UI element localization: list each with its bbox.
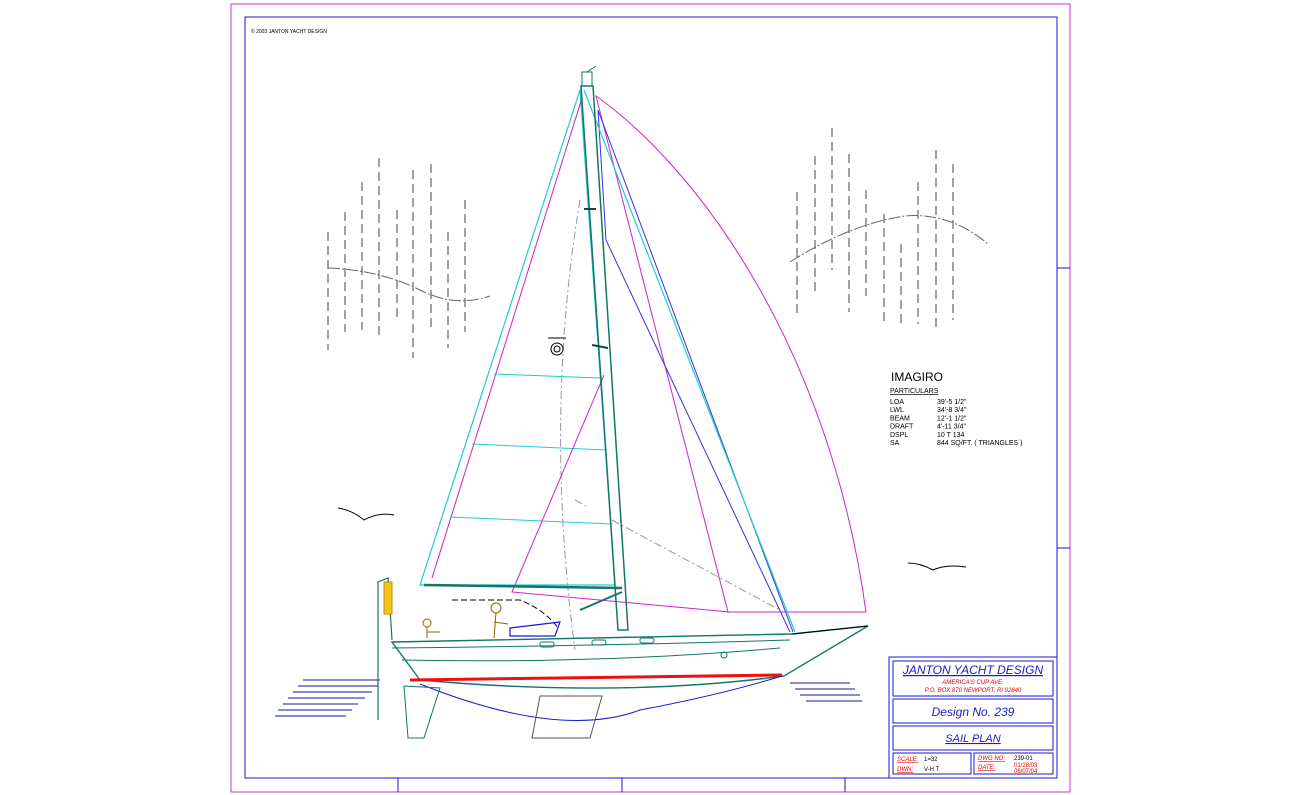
drawing-title: SAIL PLAN	[945, 733, 1000, 745]
crew-figure-standing	[490, 602, 509, 639]
particular-label: SA	[890, 440, 900, 447]
dodger	[452, 599, 559, 629]
design-no-box	[892, 698, 1054, 724]
boot-top-red	[409, 673, 783, 682]
through-hull-icon	[720, 651, 728, 659]
drawing-frame	[244, 16, 1058, 779]
rudder	[403, 685, 441, 739]
crew-figure-helm	[422, 618, 440, 638]
masthead-fitting	[581, 65, 597, 86]
sky-streaks-right	[796, 128, 954, 330]
particular-label: LWL	[890, 407, 904, 414]
company-name: JANTON YACHT DESIGN	[902, 663, 1044, 677]
sky-streaks-left	[327, 158, 466, 358]
particular-label: DRAFT	[890, 424, 914, 431]
particular-value: 39'-5 1/2"	[937, 399, 967, 406]
forestay	[583, 89, 796, 633]
date-label: DATE:	[978, 765, 996, 771]
particulars-rows: LOA 39'-5 1/2" LWL 34'-8 3/4" BEAM 12'-1 1/2"…	[890, 399, 1022, 447]
water-lines-right	[790, 682, 862, 702]
particulars-block: IMAGIRO PARTICULARS LOA 39'-5 1/2" LWL 34'-…	[890, 370, 1022, 447]
boat-name: IMAGIRO	[891, 370, 943, 384]
scale-box	[892, 752, 972, 775]
particular-value: 12'-1 1/2"	[937, 415, 967, 422]
genoa-sail	[597, 109, 794, 633]
foretriangle	[511, 374, 731, 613]
wave-curve-right	[789, 215, 989, 263]
dwn-value: V-H T	[924, 767, 940, 773]
title-block-frame	[888, 656, 1058, 779]
design-number: Design No. 239	[932, 705, 1015, 719]
water-lines-left	[275, 679, 380, 717]
keel	[531, 695, 603, 739]
mainsail-leech-magenta	[431, 97, 583, 579]
dwg-no-label: DWG NO:	[978, 756, 1005, 762]
dwg-box	[973, 752, 1054, 775]
mast-lamp-icon	[548, 337, 566, 356]
boom-vang	[579, 591, 623, 611]
copyright-text: © 2003 JANTON YACHT DESIGN	[251, 28, 327, 35]
scale-value: 1=32	[924, 757, 938, 763]
drawing-title-box	[892, 725, 1054, 751]
company-address-1: AMERICA'S CUP AVE.	[941, 680, 1003, 686]
mast	[580, 85, 629, 631]
sheet-border	[230, 3, 1071, 793]
particular-value: 844 SQ/FT. ( TRIANGLES )	[937, 440, 1022, 447]
company-address-2: P.O. BOX 870 NEWPORT, RI 02840	[925, 688, 1022, 694]
bowsprit	[791, 625, 869, 635]
mainsail-battens	[449, 373, 613, 525]
company-box	[892, 660, 1054, 697]
particular-label: BEAM	[890, 415, 910, 422]
particular-value: 4'-11 3/4"	[937, 424, 967, 431]
wave-curve-left	[327, 267, 491, 302]
keel-bulb-outline	[419, 675, 783, 721]
dwn-label: DWN:	[897, 767, 913, 773]
date-value-1: 01/28/03	[1014, 763, 1038, 769]
seagull-left-icon	[337, 507, 395, 521]
date-value-2: 06/07/04	[1014, 769, 1038, 775]
particular-label: DSPL	[890, 432, 908, 439]
seagull-right-icon	[907, 562, 967, 571]
particular-value: 34'-8 3/4"	[937, 407, 967, 414]
particular-label: LOA	[890, 399, 904, 406]
copyright-note: © 2003 JANTON YACHT DESIGN	[251, 28, 327, 35]
stern-rail	[377, 577, 393, 720]
spinnaker-sail	[595, 94, 867, 613]
portlights	[539, 637, 655, 648]
frame-ticks	[397, 267, 1070, 792]
particulars-heading: PARTICULARS	[890, 388, 939, 395]
dwg-no-value: 239-01	[1014, 756, 1033, 762]
cove-stripe	[401, 647, 781, 662]
ensign-flag	[383, 581, 393, 615]
spreaders	[584, 208, 609, 349]
cabin-top	[509, 621, 561, 637]
title-block: JANTON YACHT DESIGN AMERICA'S CUP AVE. P…	[888, 656, 1058, 779]
particular-value: 10 T 134	[937, 432, 964, 439]
boom	[423, 583, 623, 590]
spinnaker-pole-dashed	[560, 199, 781, 651]
scale-label: SCALE:	[897, 757, 919, 763]
